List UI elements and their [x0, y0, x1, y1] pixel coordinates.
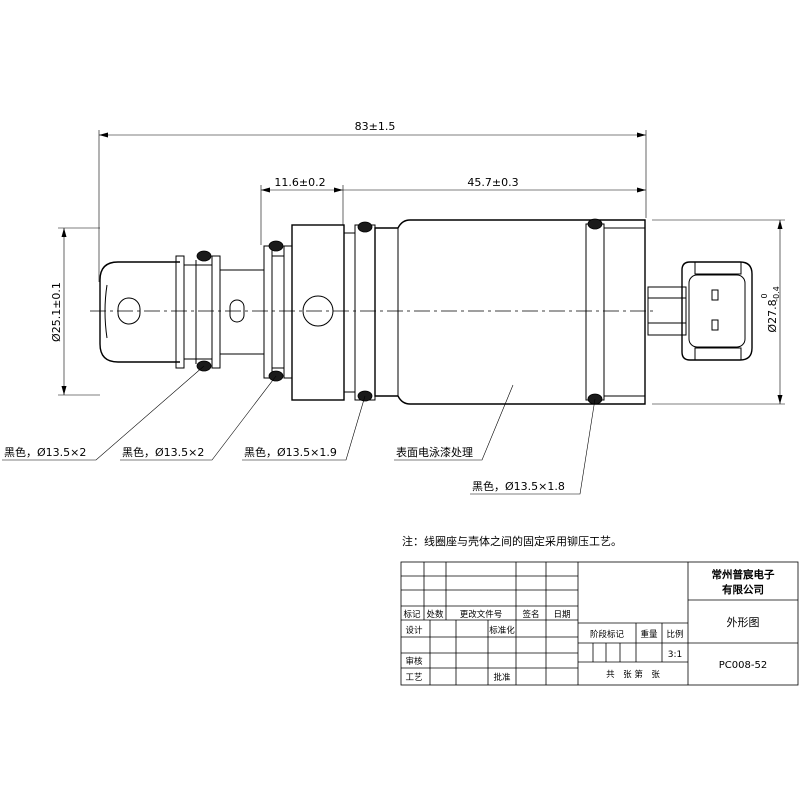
nose-cap: [99, 261, 180, 363]
coil-seat: [291, 224, 345, 401]
connector-pin-1: [711, 289, 719, 301]
tb-company-2: 有限公司: [722, 583, 764, 596]
tb-design: 设计: [405, 625, 423, 636]
right-diameter-label: Ø27.8: [766, 299, 779, 332]
main-housing: [374, 219, 646, 405]
tb-drawing-number: PC008-52: [719, 660, 767, 671]
o-ring-4-top: [587, 218, 603, 230]
flange-3: [263, 245, 273, 379]
callout-seal-1: 黑色，Ø13.5×2: [4, 445, 86, 459]
callout-surface: 表面电泳漆处理: [396, 445, 473, 459]
connector-stem: [647, 286, 687, 336]
callout-seal-3: 黑色，Ø13.5×1.9: [244, 445, 337, 459]
right-diameter-tol-lower: -0.4: [772, 286, 781, 302]
seat-length-label: 11.6±0.2: [274, 176, 325, 189]
tb-signature: 签名: [522, 609, 539, 620]
tb-sheets: 共 张 第 张: [606, 669, 660, 680]
flange-2: [211, 255, 221, 369]
tb-approve: 批准: [493, 672, 511, 683]
overall-length-label: 83±1.5: [355, 120, 396, 133]
right-diameter-dimension: Ø27.8 0 -0.4: [652, 219, 785, 405]
callouts: 黑色，Ø13.5×2 黑色，Ø13.5×2 黑色，Ø13.5×1.9 表面电泳漆…: [2, 365, 596, 495]
right-diameter-tol-upper: 0: [760, 293, 769, 298]
tb-scale-value: 3:1: [668, 650, 682, 660]
tb-mark: 标记: [403, 609, 421, 620]
flange-4: [283, 245, 293, 379]
callout-seal-4: 黑色，Ø13.5×1.8: [472, 479, 565, 493]
tb-weight: 重量: [640, 629, 658, 640]
seat-hole: [302, 295, 334, 327]
overall-length-dimension: 83±1.5: [98, 120, 646, 282]
o-ring-1-top: [196, 250, 212, 262]
tb-review: 审核: [405, 656, 423, 667]
tb-company-1: 常州普宸电子: [712, 568, 775, 581]
seat-length-dimension: 11.6±0.2: [260, 176, 344, 245]
connector-pin-2: [711, 319, 719, 331]
tb-drawing-name: 外形图: [727, 616, 760, 629]
seal-band: [354, 224, 376, 401]
tb-change-doc: 更改文件号: [460, 609, 503, 620]
tb-count: 处数: [426, 609, 444, 620]
connector-housing: [681, 261, 753, 361]
callout-seal-2: 黑色，Ø13.5×2: [122, 445, 204, 459]
body-length-dimension: 45.7±0.3: [343, 130, 647, 218]
left-diameter-dimension: Ø25.1±0.1: [50, 227, 100, 396]
body-length-label: 45.7±0.3: [467, 176, 518, 189]
flange-1: [175, 255, 185, 369]
tb-process: 工艺: [405, 673, 422, 683]
tb-scale-label: 比例: [666, 629, 683, 640]
valve-body: [99, 218, 753, 405]
o-ring-3-top: [357, 221, 373, 233]
tb-date: 日期: [553, 610, 570, 620]
title-block: 标记 处数 更改文件号 签名 日期 设计 标准化 审核 工艺 批准 阶段标记 重…: [400, 561, 799, 686]
o-ring-2-top: [268, 240, 284, 252]
tb-stage-mark: 阶段标记: [590, 629, 625, 640]
process-note: 注：线圈座与壳体之间的固定采用铆压工艺。: [402, 534, 622, 548]
left-diameter-label: Ø25.1±0.1: [50, 282, 63, 342]
tb-standardize: 标准化: [489, 625, 515, 636]
